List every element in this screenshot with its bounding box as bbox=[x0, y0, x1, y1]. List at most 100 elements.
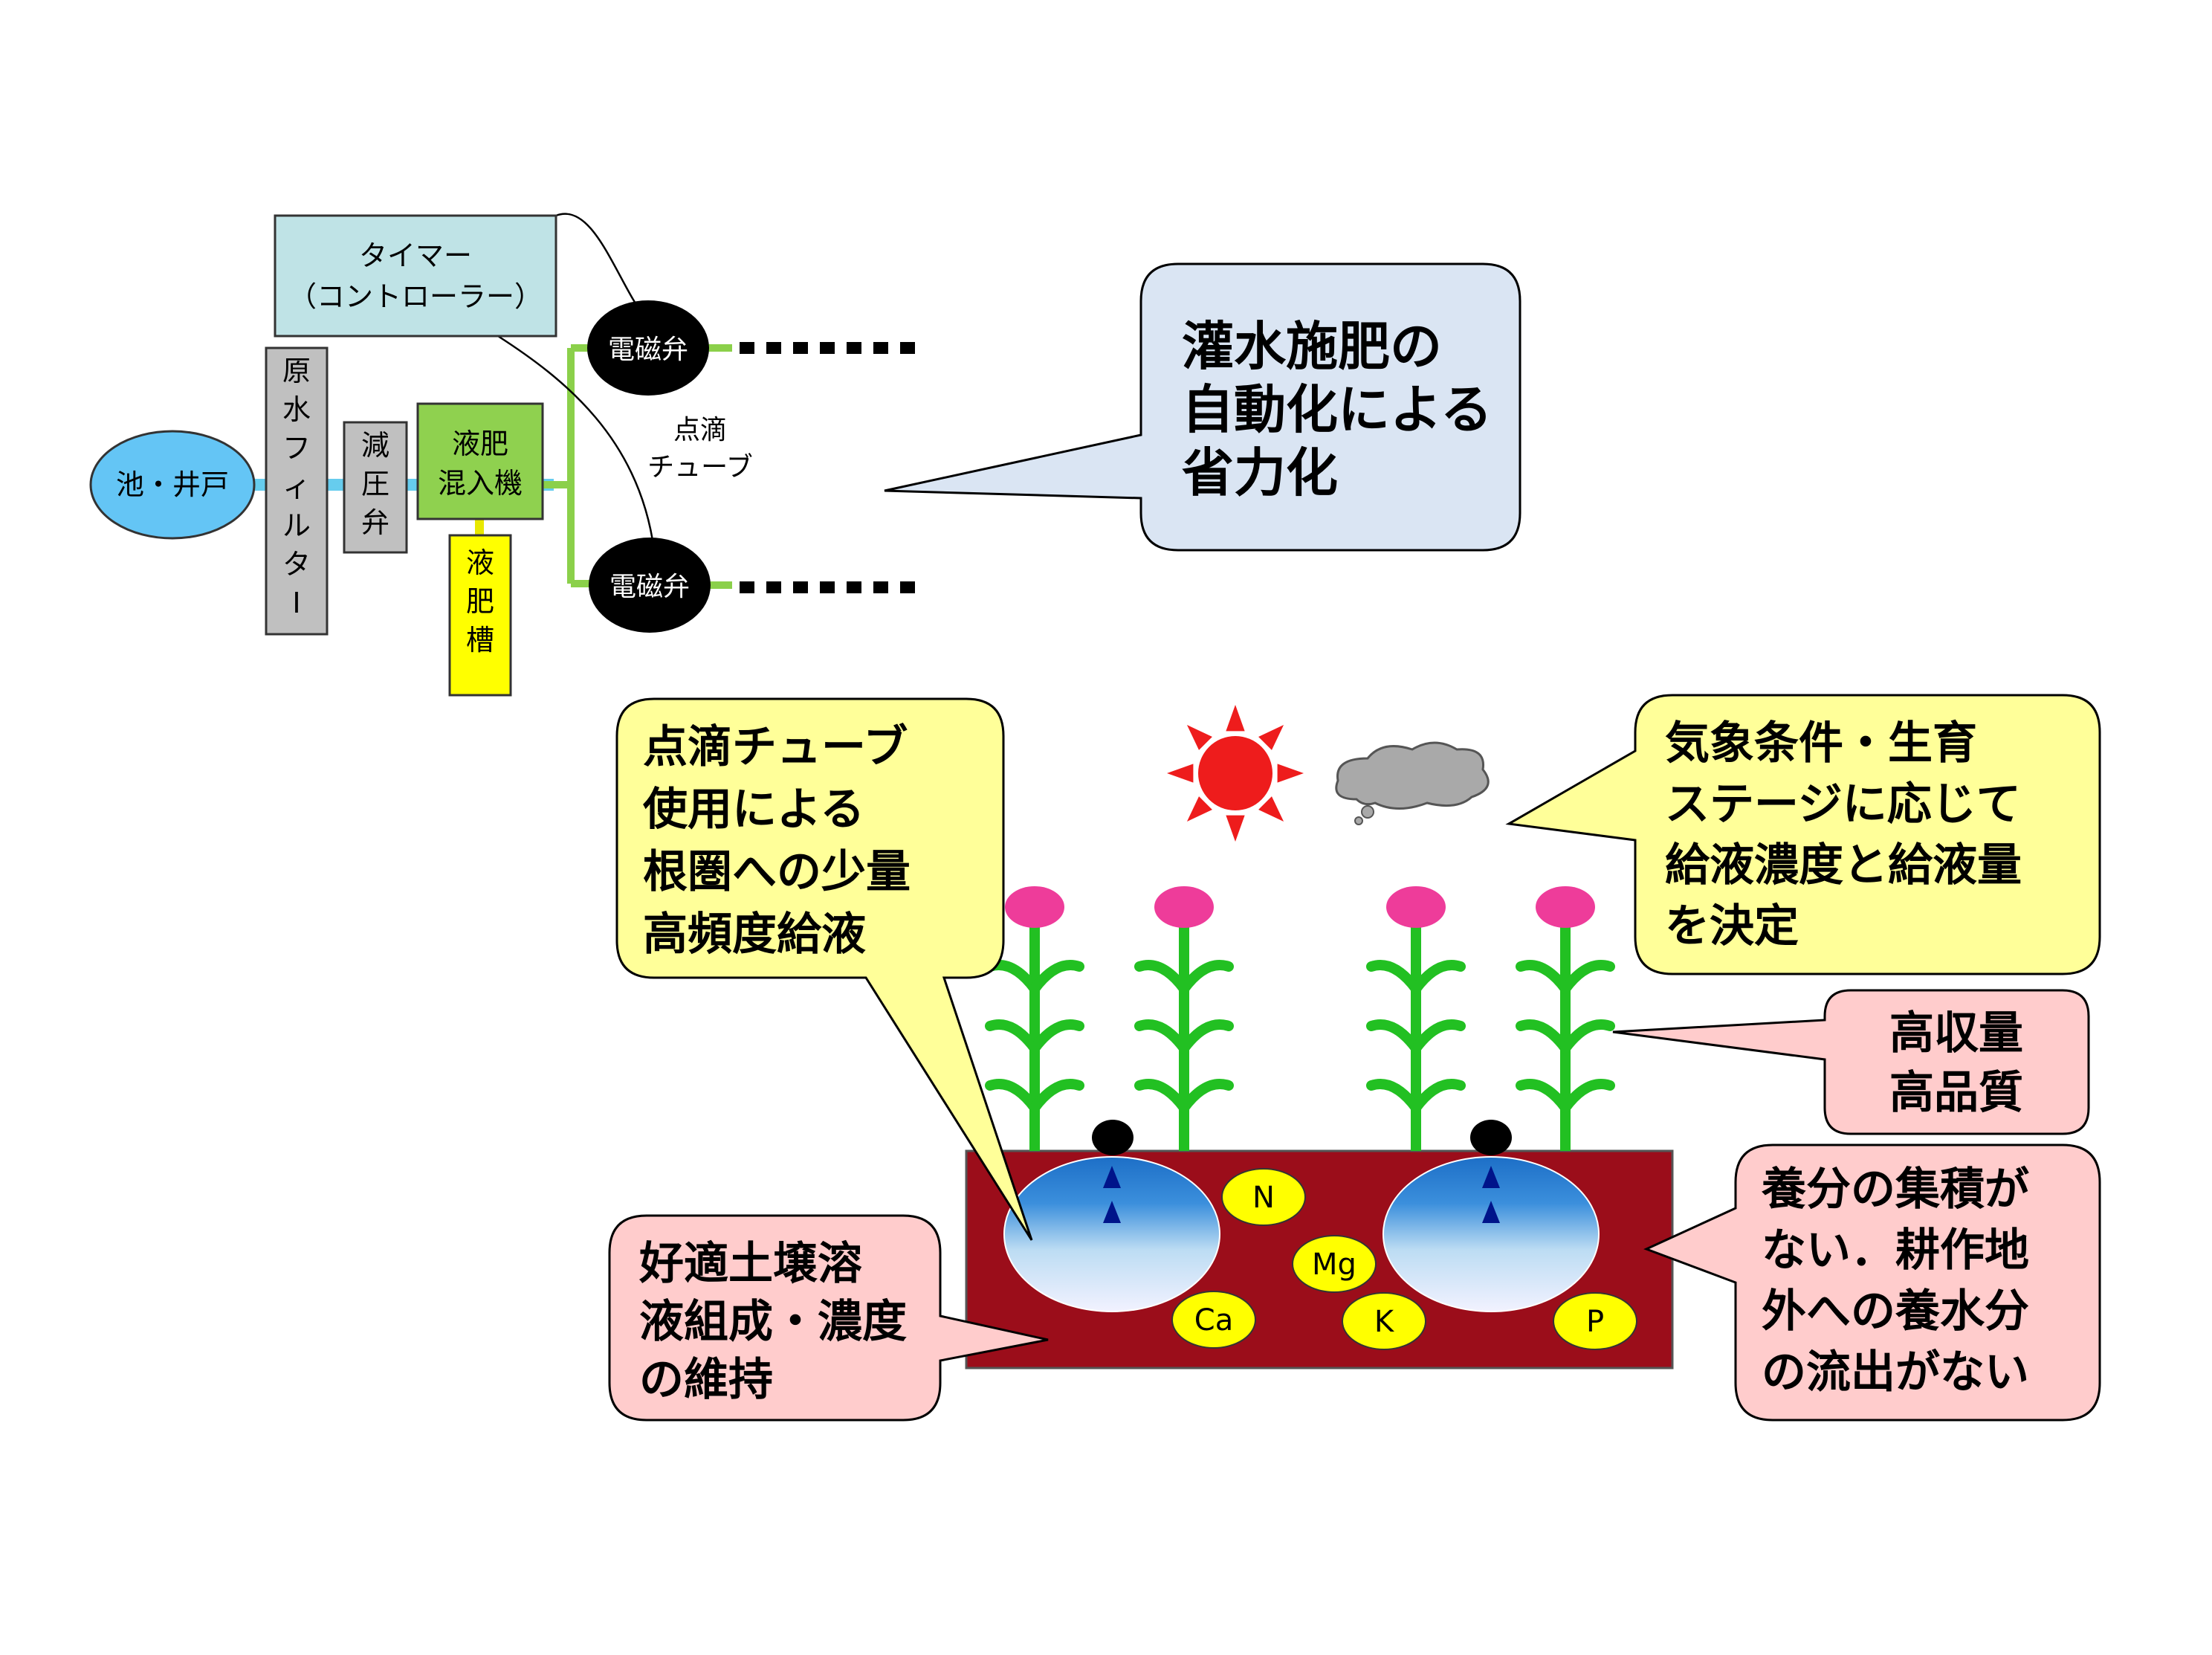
callout-line: 外への養水分 bbox=[1762, 1285, 2029, 1338]
water-arrow bbox=[1103, 1166, 1121, 1188]
root-zone-left bbox=[1003, 1156, 1220, 1312]
plant bbox=[1134, 886, 1234, 1151]
water-arrow bbox=[1482, 1166, 1500, 1188]
nutrient-label: Mg bbox=[1312, 1248, 1356, 1282]
flower bbox=[1386, 886, 1446, 928]
callout-line: の維持 bbox=[639, 1354, 773, 1406]
sun-ray bbox=[1226, 815, 1245, 842]
callout-line: の流出がない bbox=[1762, 1346, 2029, 1398]
filter-box bbox=[265, 346, 329, 636]
sun-ray bbox=[1186, 796, 1212, 822]
callout-line: 省力化 bbox=[1182, 442, 1338, 503]
callout-line: 使用による bbox=[643, 784, 864, 836]
vertical-char: 液 bbox=[466, 546, 494, 579]
sun-ray bbox=[1277, 764, 1304, 783]
source-node bbox=[89, 430, 256, 540]
callout-line: 高収量 bbox=[1889, 1007, 2023, 1059]
sun-icon bbox=[1167, 705, 1304, 842]
pressure-valve-box bbox=[343, 421, 408, 554]
nutrient-label: P bbox=[1586, 1305, 1604, 1339]
vertical-char: I bbox=[292, 587, 300, 619]
callout-line: 根圏への少量 bbox=[643, 846, 911, 898]
vertical-char: 弁 bbox=[361, 506, 389, 539]
callout-line: 給液濃度と給液量 bbox=[1665, 839, 2022, 891]
water-arrow bbox=[1103, 1201, 1121, 1223]
vertical-char: タ bbox=[282, 548, 311, 581]
plants bbox=[985, 886, 1615, 1151]
callout-line: 点滴チューブ bbox=[643, 721, 908, 773]
drip-tube-label-2: チューブ bbox=[647, 452, 753, 483]
sun-ray bbox=[1258, 796, 1284, 822]
source-label: 池・井戸 bbox=[116, 468, 229, 501]
timer-label-1: タイマー bbox=[359, 239, 472, 272]
callout-line: 高頻度給液 bbox=[643, 909, 866, 961]
nutrient-n: N bbox=[1221, 1168, 1306, 1226]
solenoid-valve-top-label: 電磁弁 bbox=[608, 335, 688, 365]
sun-ray bbox=[1167, 764, 1194, 783]
drip-callout bbox=[615, 697, 1033, 1241]
tank-box bbox=[448, 534, 512, 697]
flower bbox=[1005, 886, 1064, 928]
nutrient-ca: Ca bbox=[1171, 1291, 1256, 1349]
nutrient-label: N bbox=[1252, 1181, 1275, 1215]
water-arrow bbox=[1482, 1201, 1500, 1223]
callout-line: 養分の集積が bbox=[1761, 1164, 2029, 1216]
vertical-char: 槽 bbox=[466, 624, 494, 656]
flower bbox=[1536, 886, 1595, 928]
vertical-char: 水 bbox=[282, 393, 311, 426]
solenoid-valve-bottom-label: 電磁弁 bbox=[609, 572, 690, 602]
plant bbox=[1516, 886, 1615, 1151]
vertical-char: 原 bbox=[282, 355, 311, 387]
callout-line: 気象条件・生育 bbox=[1665, 717, 1977, 770]
nutrient-k: K bbox=[1342, 1292, 1426, 1350]
mixer-box bbox=[416, 402, 544, 520]
drip-tube-label-1: 点滴 bbox=[673, 415, 727, 445]
drip-emitter bbox=[1470, 1120, 1512, 1155]
vertical-char: 肥 bbox=[466, 585, 494, 618]
callout-line: を決定 bbox=[1665, 900, 1799, 952]
callout-line: 自動化による bbox=[1182, 379, 1493, 440]
cloud-icon bbox=[1335, 741, 1490, 825]
timer-box bbox=[274, 214, 557, 338]
pressure-valve-label: 減圧弁 bbox=[361, 429, 389, 539]
callout-line: 高品質 bbox=[1889, 1067, 2023, 1119]
weather-callout bbox=[1505, 694, 2101, 975]
vertical-char: 減 bbox=[361, 429, 389, 462]
nutrient-p: P bbox=[1553, 1292, 1637, 1350]
sun-ray bbox=[1258, 724, 1284, 750]
timer-label-2: （コントローラー） bbox=[288, 280, 543, 313]
nutrient-label: Ca bbox=[1194, 1303, 1233, 1338]
plant bbox=[1366, 886, 1466, 1151]
flower bbox=[1154, 886, 1214, 928]
soil-callout bbox=[608, 1214, 1049, 1422]
tank-label: 液肥槽 bbox=[466, 546, 494, 656]
drip-emitter bbox=[1092, 1120, 1134, 1155]
runoff-callout bbox=[1643, 1143, 2101, 1422]
vertical-char: ル bbox=[282, 509, 311, 542]
callout-line: 液組成・濃度 bbox=[639, 1296, 907, 1348]
vertical-char: ィ bbox=[282, 471, 311, 503]
mixer-label-1: 液肥 bbox=[452, 428, 508, 460]
plant bbox=[985, 886, 1084, 1151]
mixer-label-2: 混入機 bbox=[438, 467, 523, 500]
solenoid-valve-bottom bbox=[589, 538, 711, 633]
yield-callout bbox=[1612, 989, 2090, 1135]
nutrient-mg: Mg bbox=[1292, 1235, 1377, 1293]
vertical-char: フ bbox=[282, 432, 311, 465]
callout-line: ない．耕作地 bbox=[1762, 1225, 2029, 1277]
sun-ray bbox=[1186, 724, 1212, 750]
nutrient-label: K bbox=[1374, 1305, 1395, 1339]
root-zone-right bbox=[1382, 1156, 1600, 1312]
sun-ray bbox=[1226, 705, 1245, 732]
callout-line: 灌水施肥の bbox=[1182, 316, 1442, 377]
